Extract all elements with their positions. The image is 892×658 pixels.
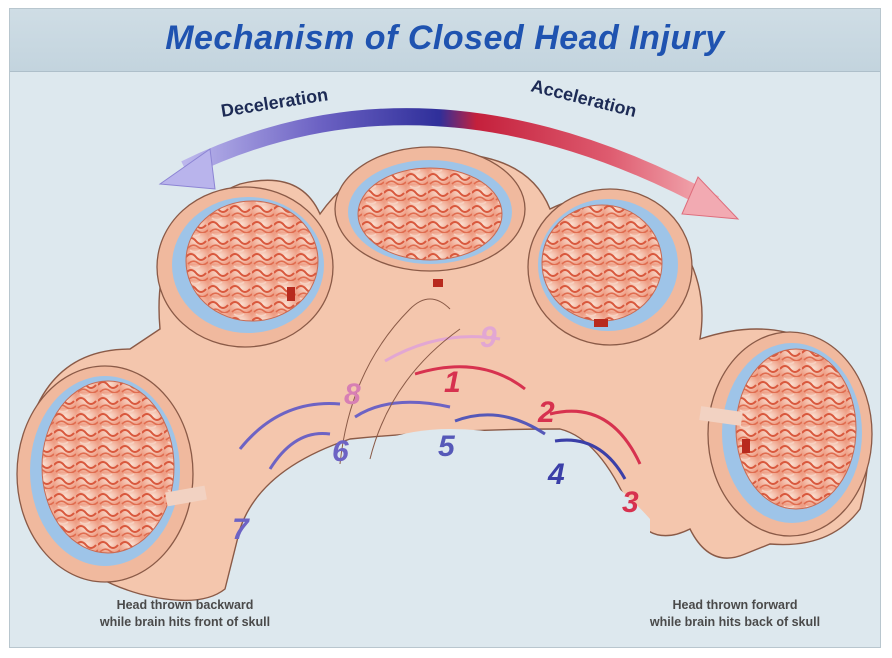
caption-left-line-2: while brain hits front of skull [60,614,310,631]
caption-right: Head thrown forward while brain hits bac… [605,597,865,631]
caption-right-line-1: Head thrown forward [605,597,865,614]
diagram-frame: Mechanism of Closed Head Injury [9,8,881,648]
head-2 [157,187,333,347]
caption-right-line-2: while brain hits back of skull [605,614,865,631]
caption-left: Head thrown backward while brain hits fr… [60,597,310,631]
head-4 [528,189,692,345]
head-center [335,147,525,271]
diagram-illustration: Deceleration Acceleration [10,9,880,647]
impact-label-3: 3 [622,486,639,519]
impact-label-5: 5 [438,430,456,463]
impact-label-2: 2 [537,396,555,429]
impact-label-4: 4 [547,458,565,491]
deceleration-arrowhead [160,149,215,189]
impact-label-1: 1 [444,366,461,399]
acceleration-label: Acceleration [529,75,639,121]
deceleration-label: Deceleration [219,84,329,121]
impact-label-9: 9 [480,321,497,354]
impact-label-7: 7 [232,513,250,546]
caption-left-line-1: Head thrown backward [60,597,310,614]
impact-label-6: 6 [332,435,349,468]
impact-label-8: 8 [344,378,361,411]
